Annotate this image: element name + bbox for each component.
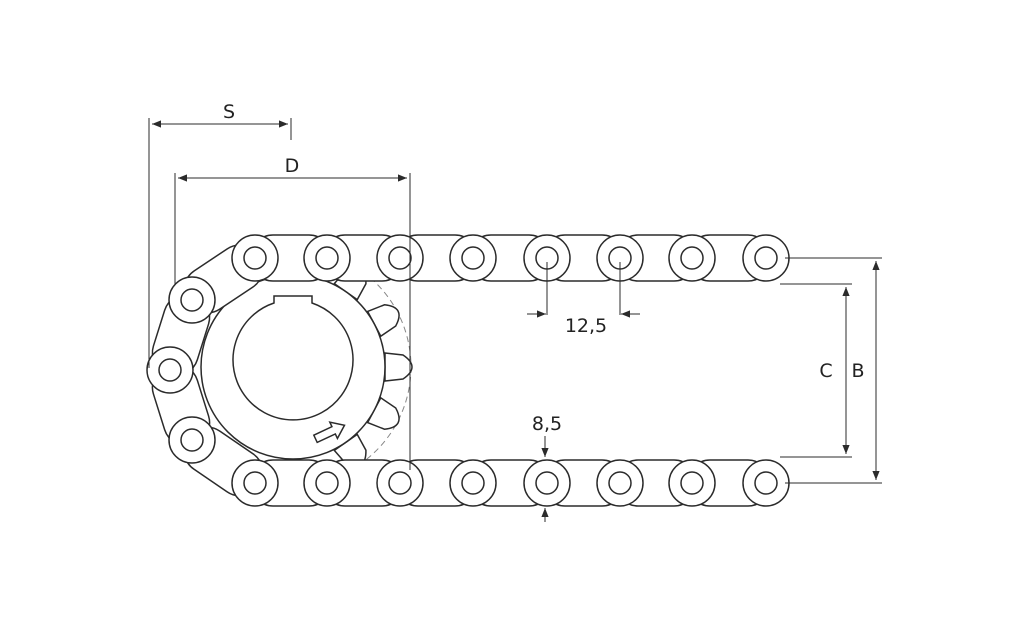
chain-pin bbox=[461, 246, 485, 270]
sprocket-tooth bbox=[384, 352, 413, 382]
chain-pin bbox=[243, 471, 267, 495]
chain-pin bbox=[180, 428, 204, 452]
rotation-arrow-icon bbox=[312, 421, 346, 444]
dimension-pitch-label: 12,5 bbox=[565, 315, 607, 337]
chain-roller bbox=[146, 346, 194, 394]
chain-roller bbox=[231, 234, 279, 282]
dimension-c: C bbox=[780, 283, 852, 458]
dimension-b-label: B bbox=[851, 360, 864, 382]
dimension-b: B bbox=[785, 257, 882, 484]
chain-roller bbox=[742, 234, 790, 282]
chain-roller bbox=[523, 459, 571, 507]
chain bbox=[146, 234, 790, 507]
chain-pin bbox=[680, 246, 704, 270]
chain-pins bbox=[146, 234, 790, 507]
sprocket-tooth bbox=[366, 396, 400, 431]
sprocket bbox=[174, 248, 413, 486]
chain-pin bbox=[315, 471, 339, 495]
dimension-pitch: 12,5 bbox=[527, 262, 640, 337]
sprocket-tooth bbox=[366, 303, 400, 338]
chain-roller bbox=[596, 459, 644, 507]
chain-pin bbox=[180, 288, 204, 312]
keyed-bore bbox=[232, 295, 354, 421]
chain-roller bbox=[376, 234, 424, 282]
chain-pin bbox=[535, 471, 559, 495]
chain-pin bbox=[388, 471, 412, 495]
chain-roller bbox=[449, 234, 497, 282]
chain-pin bbox=[680, 471, 704, 495]
chain-roller bbox=[376, 459, 424, 507]
chain-roller bbox=[168, 276, 216, 324]
dimension-s: S bbox=[148, 101, 292, 368]
chain-pin bbox=[608, 471, 632, 495]
dimension-c-label: C bbox=[819, 360, 832, 382]
chain-roller bbox=[449, 459, 497, 507]
chain-roller bbox=[742, 459, 790, 507]
dimension-s-label: S bbox=[223, 101, 235, 123]
dimension-height: 8,5 bbox=[532, 413, 562, 522]
chain-pin bbox=[754, 471, 778, 495]
chain-pin bbox=[461, 471, 485, 495]
dimension-height-label: 8,5 bbox=[532, 413, 562, 435]
chain-roller bbox=[231, 459, 279, 507]
chain-roller bbox=[168, 416, 216, 464]
chain-pin bbox=[315, 246, 339, 270]
dimension-d-label: D bbox=[285, 155, 300, 177]
chain-roller bbox=[303, 234, 351, 282]
chain-pin bbox=[388, 246, 412, 270]
chain-pin bbox=[243, 246, 267, 270]
chain-roller bbox=[668, 234, 716, 282]
chain-roller bbox=[303, 459, 351, 507]
chain-roller bbox=[668, 459, 716, 507]
chain-pin bbox=[754, 246, 778, 270]
chain-pin bbox=[158, 358, 182, 382]
dimension-d: D bbox=[174, 155, 411, 470]
